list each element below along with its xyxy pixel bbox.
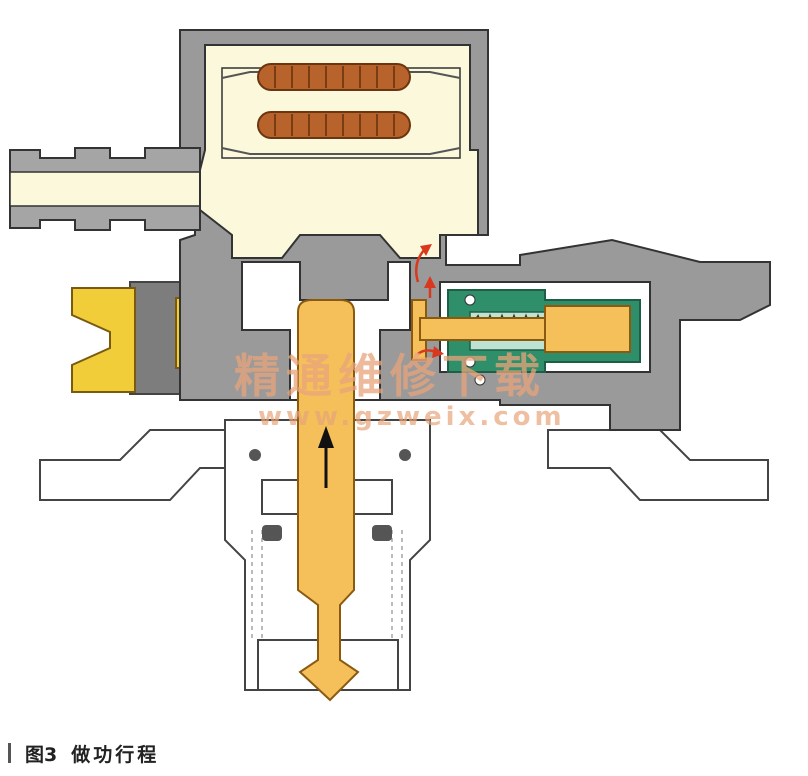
spring-guide-lines: [251, 530, 403, 640]
figure-label: 图3: [25, 743, 58, 766]
damper-coil-lower: [257, 111, 411, 139]
control-valve-stem: [411, 299, 631, 361]
flow-arrow-icon: [415, 244, 444, 358]
up-arrow-icon: [318, 426, 334, 488]
watermark-cn-text: 精通维修下载: [234, 349, 546, 403]
pump-piston: [297, 299, 360, 702]
caption-divider: [8, 743, 11, 763]
damper-coil-upper: [257, 63, 411, 91]
pump-cross-section-diagram: 精通维修下载 www.gzweix.com: [9, 29, 771, 702]
figure-caption: 图3 做功行程: [8, 738, 159, 768]
watermark: 精通维修下载 www.gzweix.com: [234, 349, 566, 432]
watermark-url-text: www.gzweix.com: [258, 402, 566, 432]
mounting-flange: [39, 429, 769, 501]
seal-rings: [249, 449, 411, 541]
outlet-nipple: [9, 147, 201, 231]
figure-title: 做功行程: [71, 743, 160, 766]
